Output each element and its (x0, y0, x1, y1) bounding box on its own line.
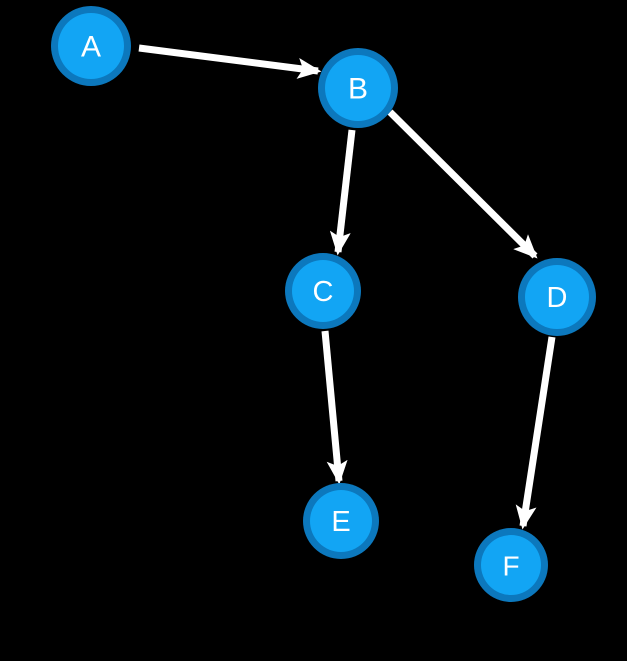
graph-edge-a-to-b[interactable] (138, 44, 322, 79)
node-core-d (525, 265, 589, 329)
graph-node-f[interactable]: F (474, 528, 548, 602)
graph-node-a[interactable]: A (51, 6, 131, 86)
node-core-a (58, 13, 124, 79)
node-core-b (325, 55, 391, 121)
graph-node-d[interactable]: D (518, 258, 596, 336)
graph-edge-b-to-d[interactable] (387, 109, 538, 259)
node-core-e (310, 490, 372, 552)
node-label-e: E (331, 506, 350, 538)
node-core-f (481, 535, 541, 595)
graph-edge-b-to-c[interactable] (329, 129, 356, 256)
node-label-c: C (313, 276, 334, 308)
nodes-layer: A B C D E F (51, 6, 596, 602)
edges-layer (138, 44, 556, 530)
node-label-d: D (547, 282, 568, 314)
graph-node-e[interactable]: E (303, 483, 379, 559)
graph-node-b[interactable]: B (318, 48, 398, 128)
node-label-b: B (348, 73, 368, 106)
node-label-a: A (81, 31, 101, 64)
node-label-f: F (502, 551, 519, 582)
graph-node-c[interactable]: C (285, 253, 361, 329)
graph-edge-c-to-e[interactable] (321, 330, 348, 485)
graph-edge-d-to-f[interactable] (515, 336, 556, 530)
node-core-c (292, 260, 354, 322)
